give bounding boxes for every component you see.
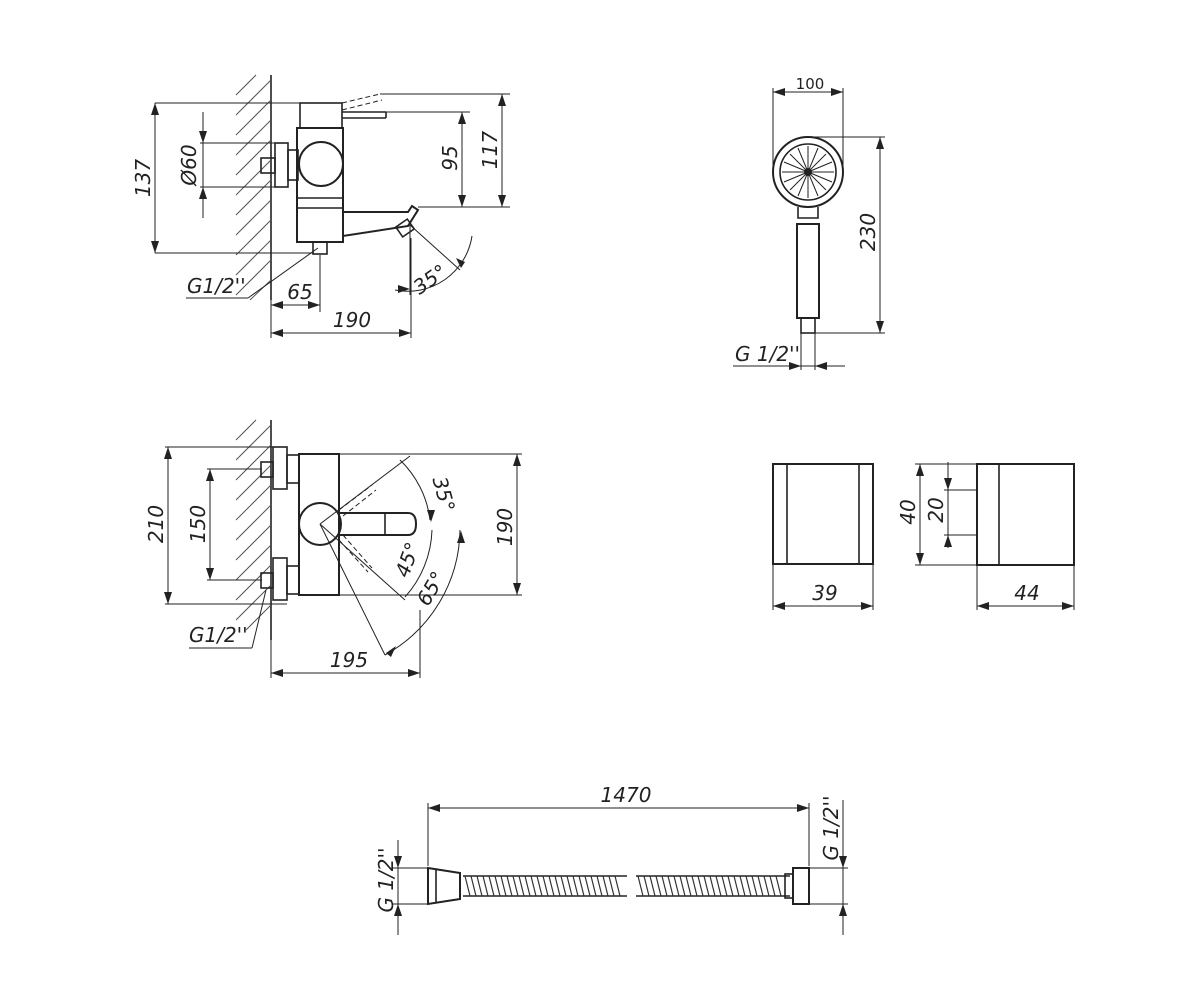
dim-190-top: 190 bbox=[493, 508, 517, 546]
hose-coils bbox=[464, 875, 782, 897]
cartridge-circle bbox=[298, 141, 344, 187]
cartridge-top bbox=[298, 502, 342, 546]
hose-right-fitting bbox=[792, 867, 810, 905]
hose-left-fitting bbox=[427, 866, 461, 906]
dim-dia-60: Ø60 bbox=[177, 144, 201, 186]
dim-39: 39 bbox=[812, 581, 837, 605]
shower-head-view: 100 230 G 1/2'' bbox=[733, 75, 885, 370]
dim-230: 230 bbox=[856, 213, 880, 251]
dim-150: 150 bbox=[186, 505, 210, 543]
holder-side bbox=[976, 463, 1075, 566]
dim-44: 44 bbox=[1014, 581, 1039, 605]
thread-label-hose-left: G 1/2'' bbox=[374, 847, 398, 912]
dim-20: 20 bbox=[924, 497, 948, 522]
dim-angle-35-side: 35° bbox=[409, 259, 452, 299]
thread-label-head: G 1/2'' bbox=[735, 342, 800, 366]
hose-view: 1470 G 1/2'' G 1/2'' bbox=[374, 783, 848, 935]
mixer-top-view: 35° 45° 65° 210 150 190 G1/2'' 195 bbox=[144, 419, 522, 678]
mixer-body-top bbox=[298, 453, 340, 596]
shower-handle bbox=[796, 223, 820, 319]
dim-1470: 1470 bbox=[601, 783, 652, 807]
thread-label-side: G1/2'' bbox=[187, 274, 246, 298]
dim-angle-45: 45° bbox=[390, 539, 425, 581]
dim-angle-35-top: 35° bbox=[428, 474, 460, 514]
dim-190-side: 190 bbox=[333, 308, 371, 332]
thread-label-top: G1/2'' bbox=[189, 623, 248, 647]
dim-65: 65 bbox=[287, 280, 312, 304]
shower-head-spray-pattern bbox=[782, 146, 834, 198]
wall-hatch-top bbox=[235, 419, 272, 640]
dim-210: 210 bbox=[144, 505, 168, 543]
dim-137: 137 bbox=[131, 159, 155, 197]
thread-label-hose-right: G 1/2'' bbox=[819, 795, 843, 860]
dim-40: 40 bbox=[896, 499, 920, 524]
mixer-side-view: 137 Ø60 95 117 35° G1/2'' bbox=[131, 74, 510, 338]
dim-95: 95 bbox=[438, 145, 462, 170]
dim-100: 100 bbox=[796, 75, 825, 93]
holder-view: 39 40 20 44 bbox=[772, 462, 1075, 610]
dim-195: 195 bbox=[330, 648, 368, 672]
dim-117: 117 bbox=[478, 131, 502, 169]
holder-front bbox=[772, 463, 874, 565]
dim-angle-65: 65° bbox=[412, 567, 451, 610]
